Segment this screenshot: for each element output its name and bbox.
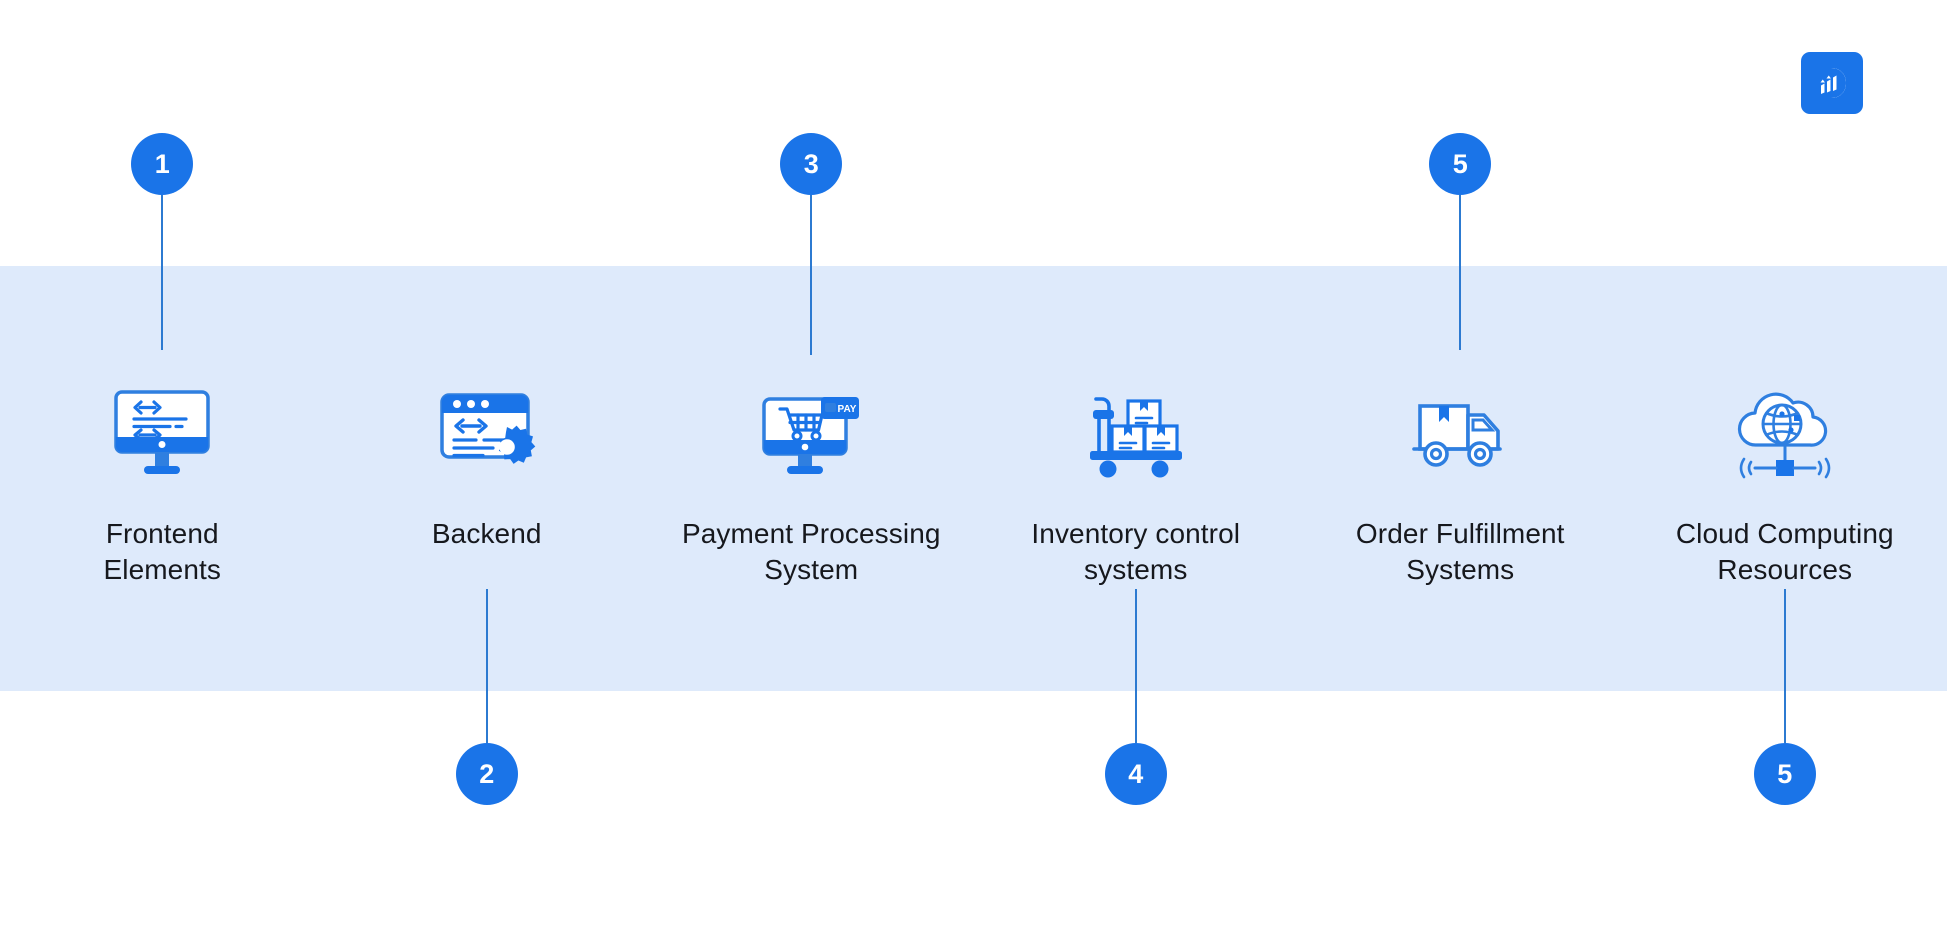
step-label: Payment Processing System (681, 518, 941, 585)
step-label: Order Fulfillment Systems (1355, 518, 1565, 585)
hand-truck-boxes-icon (1081, 388, 1191, 480)
step-backend[interactable]: Backend 2 (325, 0, 650, 941)
step-badge[interactable]: 2 (455, 743, 518, 805)
step-connector-line (485, 589, 488, 743)
browser-gear-code-icon (432, 388, 542, 480)
step-cloud-computing-resources[interactable]: Cloud Computing Resources 5 (1623, 0, 1947, 941)
highlight-band (0, 266, 1947, 691)
step-connector-line (1459, 195, 1462, 350)
step-badge[interactable]: 5 (1429, 133, 1492, 195)
step-connector-line (810, 195, 813, 355)
step-label: Cloud Computing Resources (1675, 518, 1894, 585)
delivery-truck-icon (1405, 388, 1515, 480)
step-badge[interactable]: 1 (131, 133, 194, 195)
monitor-cart-pay-icon: PAY (756, 388, 866, 480)
brand-logo-d-icon (1816, 68, 1846, 98)
step-label: Inventory control systems (1031, 518, 1241, 585)
step-frontend-elements[interactable]: 1 (0, 0, 325, 941)
step-payment-processing-system[interactable]: 3 PAY Payment Pr (649, 0, 974, 941)
step-badge[interactable]: 5 (1753, 743, 1816, 805)
step-badge[interactable]: 3 (780, 133, 843, 195)
step-order-fulfillment-systems[interactable]: 5 Order Fulfillment Systems (1298, 0, 1623, 941)
step-connector-line (1134, 589, 1137, 743)
step-connector-line (161, 195, 164, 350)
svg-text:PAY: PAY (838, 404, 857, 415)
monitor-code-icon (107, 388, 217, 480)
step-inventory-control-systems[interactable]: Inventory control systems 4 (974, 0, 1299, 941)
cloud-globe-network-icon (1730, 388, 1840, 480)
step-connector-line (1783, 589, 1786, 743)
step-label: Frontend Elements (103, 518, 222, 585)
step-label: Backend (431, 518, 542, 549)
step-badge[interactable]: 4 (1104, 743, 1167, 805)
brand-logo (1801, 52, 1863, 114)
